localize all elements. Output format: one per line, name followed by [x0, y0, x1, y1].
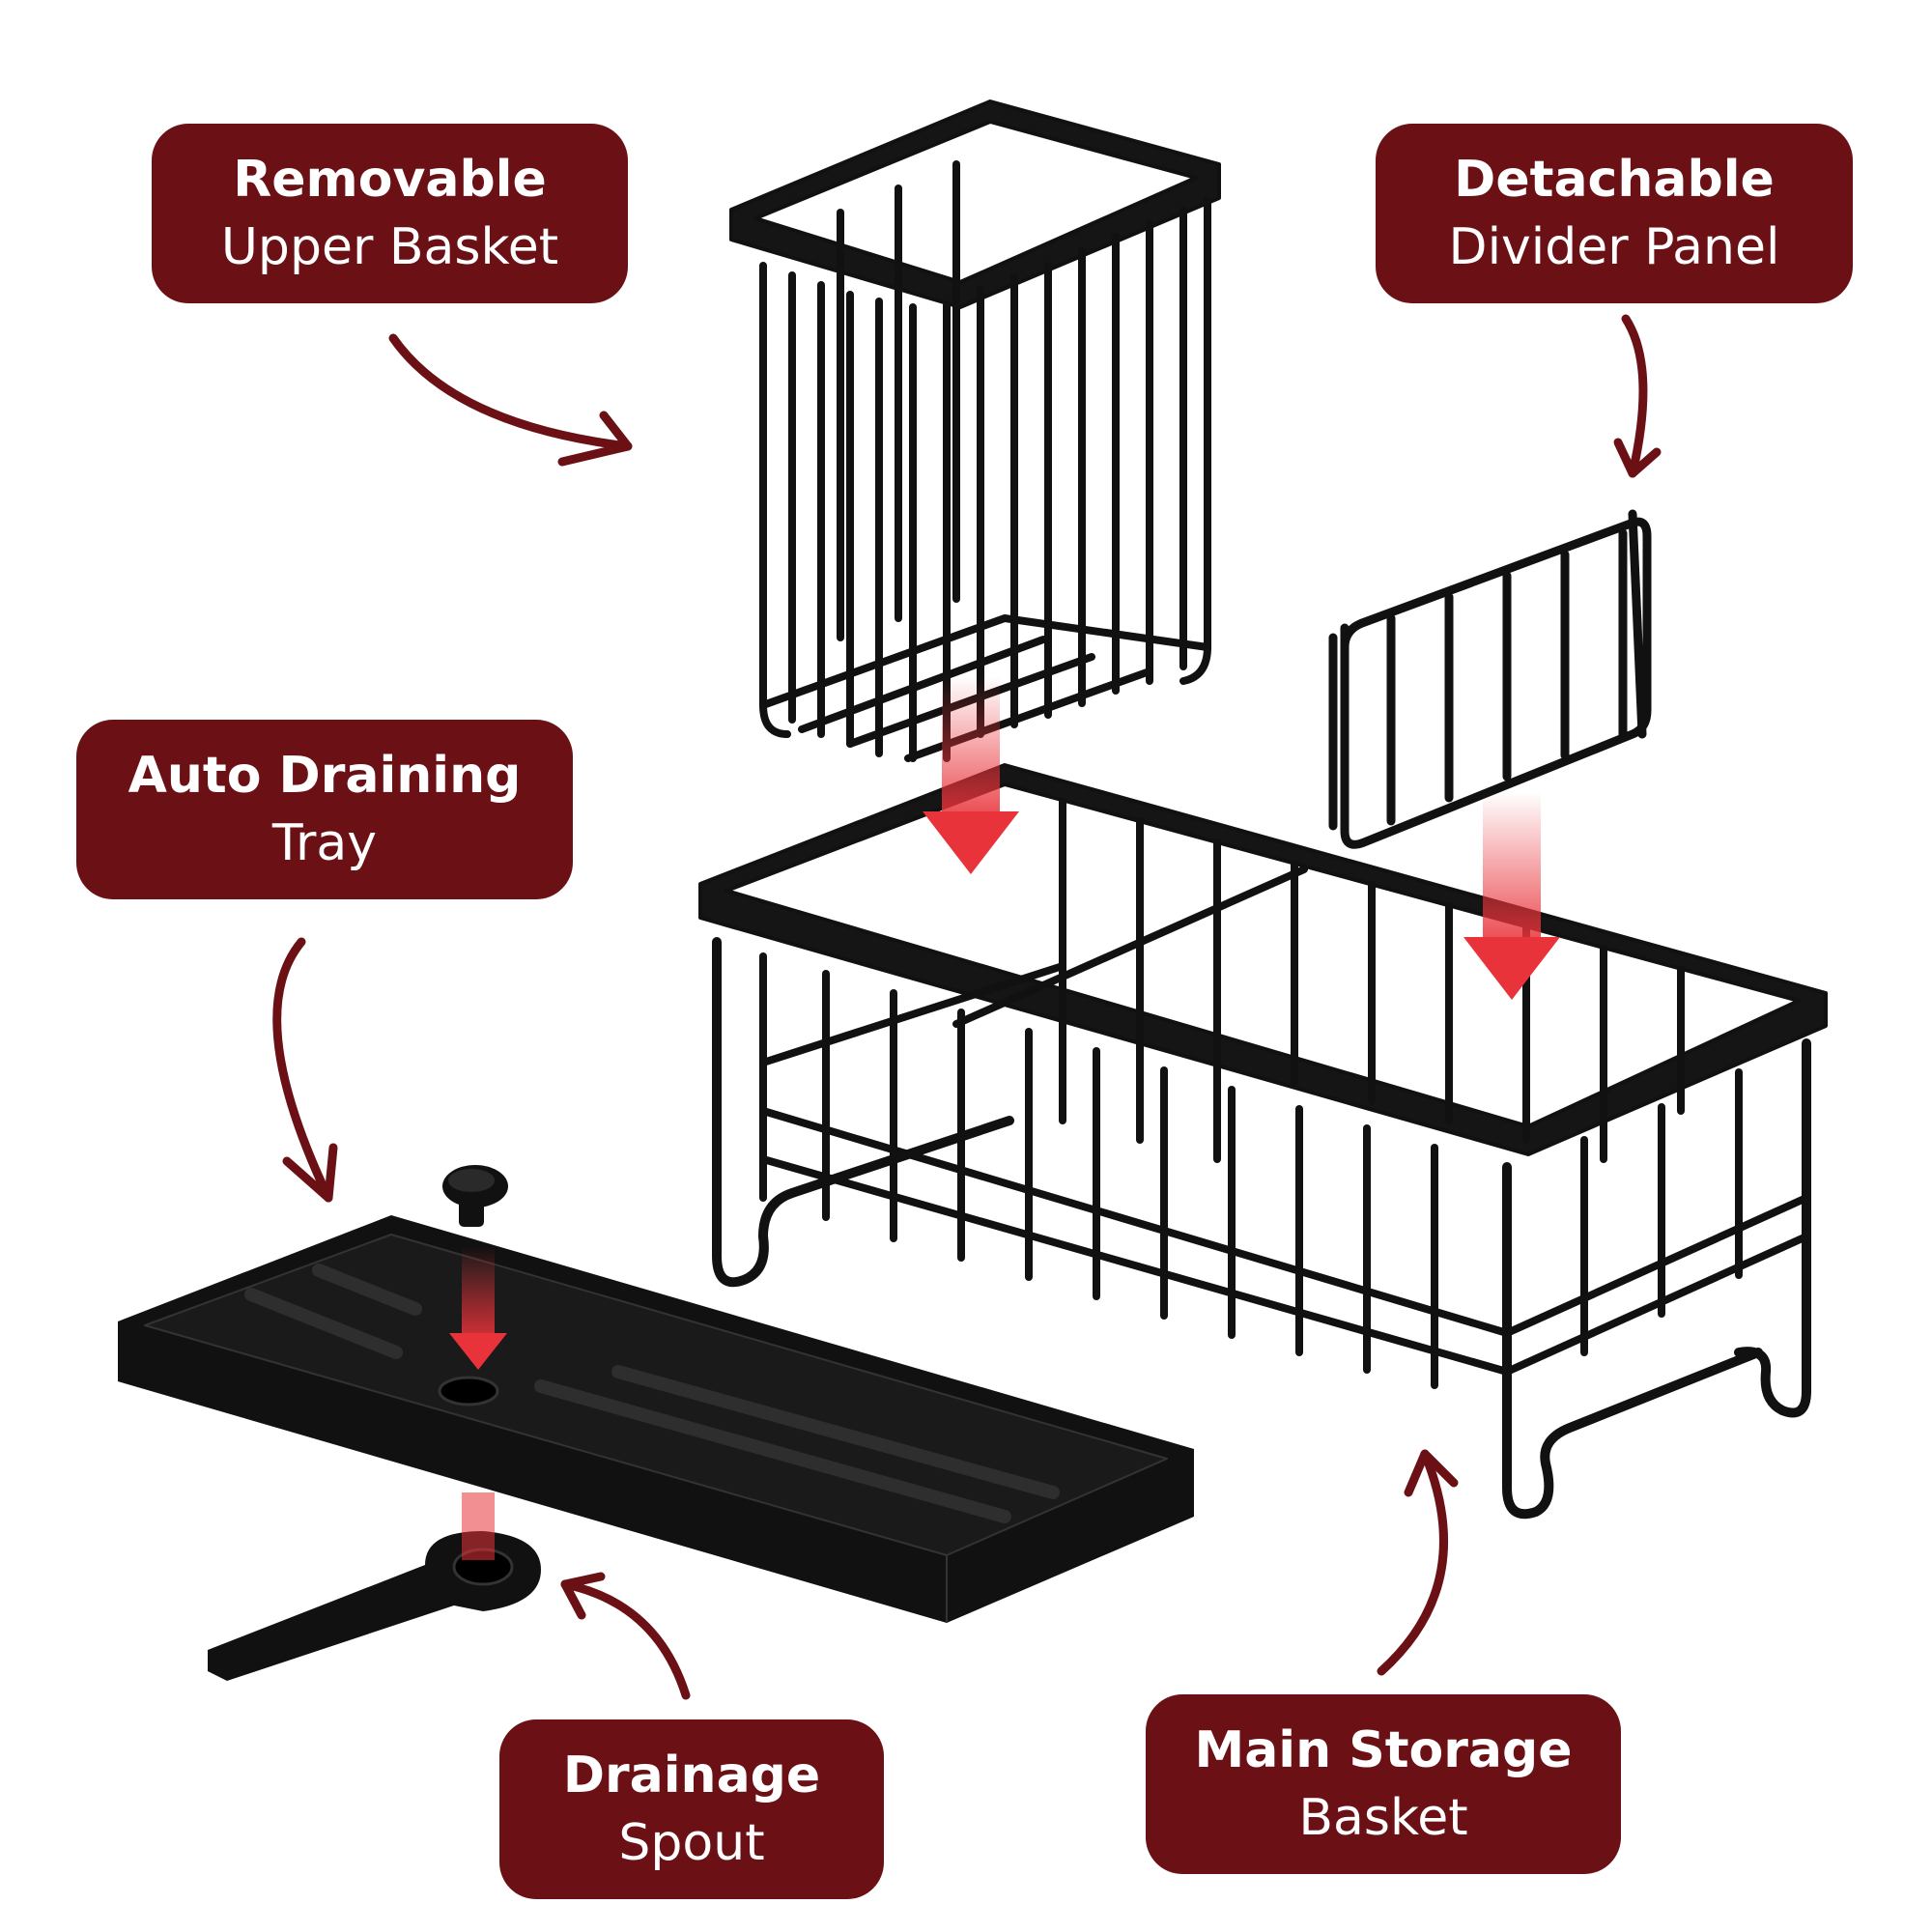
pointer-arrow-spout: [560, 1572, 691, 1700]
label-upper-bold: Removable: [233, 151, 547, 209]
label-main-regular: Basket: [1298, 1789, 1468, 1847]
label-spout-regular: Spout: [618, 1814, 765, 1872]
draining-tray-illustration: [118, 1215, 1194, 1623]
pointer-arrow-divider: [1613, 314, 1662, 478]
label-removable-upper-basket: Removable Upper Basket: [152, 124, 628, 303]
label-main-bold: Main Storage: [1194, 1721, 1573, 1779]
assembly-arrow-spout: [462, 1492, 495, 1560]
label-tray-bold: Auto Draining: [128, 747, 522, 805]
label-main-storage-basket: Main Storage Basket: [1146, 1694, 1621, 1874]
label-divider-bold: Detachable: [1454, 151, 1775, 209]
assembly-arrow-plug: [449, 1246, 507, 1370]
assembly-arrow-upper: [923, 676, 1019, 874]
label-upper-regular: Upper Basket: [220, 218, 559, 276]
label-detachable-divider-panel: Detachable Divider Panel: [1376, 124, 1853, 303]
label-divider-regular: Divider Panel: [1448, 218, 1780, 276]
label-tray-regular: Tray: [271, 814, 378, 872]
pointer-arrow-main: [1377, 1449, 1459, 1676]
pointer-arrow-tray: [272, 937, 338, 1203]
main-basket-illustration: [698, 763, 1828, 1520]
label-auto-draining-tray: Auto Draining Tray: [76, 720, 573, 899]
assembly-arrow-divider: [1463, 792, 1560, 1000]
upper-basket-illustration: [729, 99, 1221, 762]
divider-panel-illustration: [1328, 509, 1652, 849]
pointer-arrow-upper: [388, 333, 633, 467]
drain-hole: [438, 1376, 499, 1406]
label-spout-bold: Drainage: [562, 1747, 821, 1804]
label-drainage-spout: Drainage Spout: [499, 1719, 884, 1899]
drain-plug-illustration: [442, 1165, 508, 1227]
